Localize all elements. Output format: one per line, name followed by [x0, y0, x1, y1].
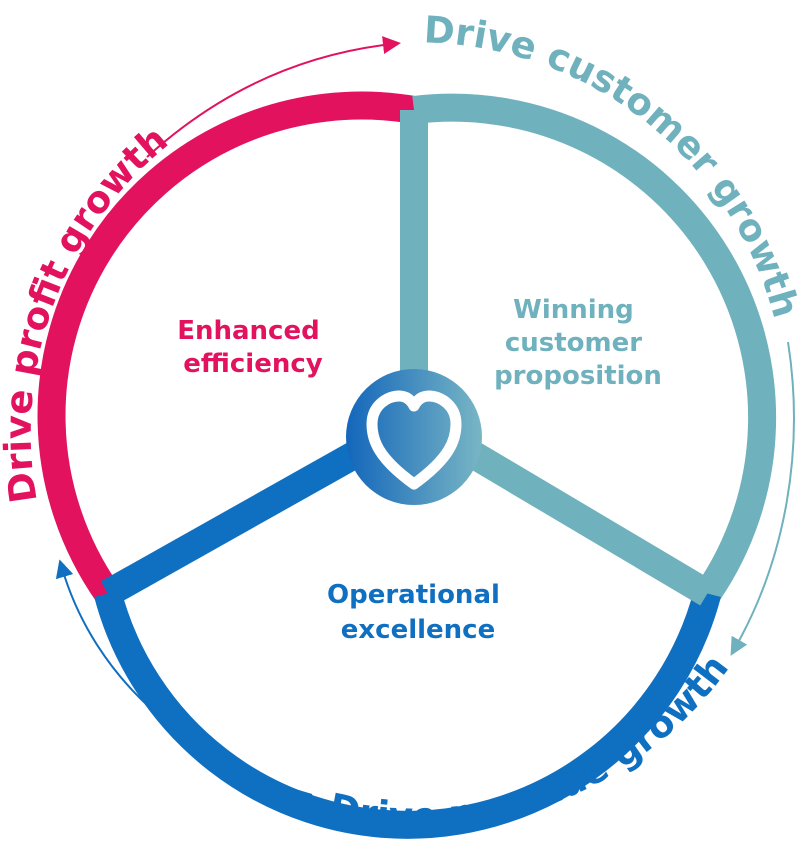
- ring-arc-revenue: [94, 589, 721, 839]
- segment-efficiency-label: Enhanced efficiency: [177, 316, 329, 379]
- ring-arc-customer: [412, 93, 777, 602]
- ring-arc-profit: [37, 91, 417, 602]
- spoke-right: [466, 442, 715, 606]
- cycle-arrow-profit: [146, 36, 401, 158]
- cycle-arrow-revenue: [55, 559, 313, 796]
- segment-operational-label: Operational excellence: [327, 580, 509, 645]
- heart-icon: [366, 390, 462, 490]
- cycle-arrow-customer: [730, 341, 795, 656]
- segment-customer-label: Winning customer proposition: [494, 295, 662, 391]
- spoke-left: [100, 442, 361, 606]
